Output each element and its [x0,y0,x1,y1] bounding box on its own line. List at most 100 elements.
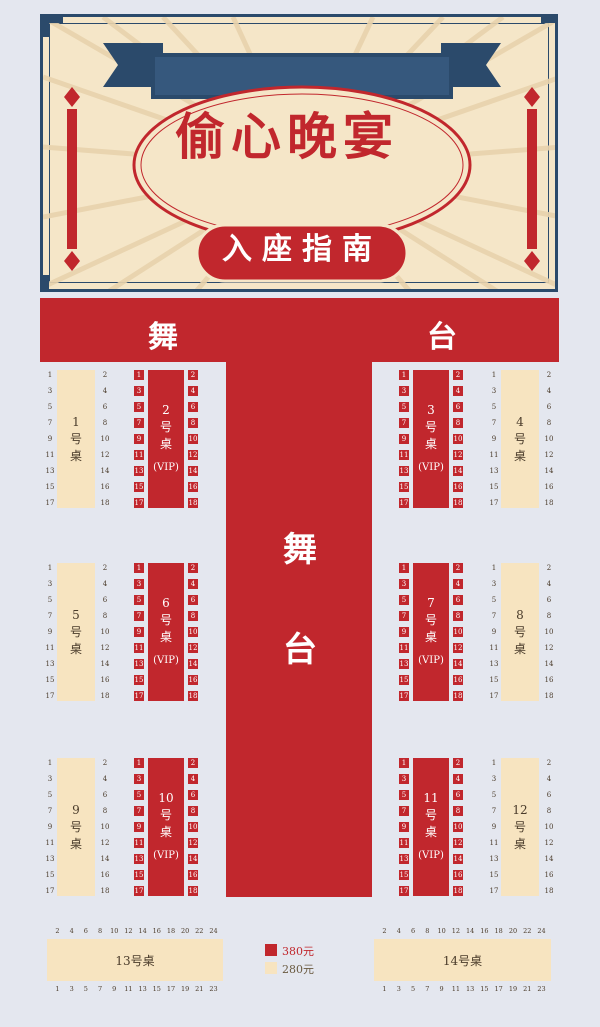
seat[interactable]: 10 [188,434,198,444]
seat[interactable]: 18 [544,887,554,895]
seat[interactable]: 12 [188,643,198,653]
seat[interactable]: 17 [489,499,499,507]
seat[interactable]: 13 [399,659,409,669]
seat[interactable]: 11 [451,985,460,993]
seat[interactable]: 2 [453,563,463,573]
seat[interactable]: 13 [399,854,409,864]
seat[interactable]: 12 [124,927,133,935]
seat[interactable]: 6 [102,791,108,799]
seat[interactable]: 18 [166,927,176,935]
seat[interactable]: 9 [399,434,409,444]
table-13[interactable]: 13号桌 [47,939,223,981]
seat[interactable]: 3 [134,579,144,589]
seat[interactable]: 15 [399,675,409,685]
seat[interactable]: 16 [453,870,463,880]
seat[interactable]: 6 [83,927,88,935]
seat[interactable]: 7 [399,611,409,621]
seat[interactable]: 9 [134,822,144,832]
seat[interactable]: 8 [546,807,552,815]
seat[interactable]: 7 [399,418,409,428]
seat[interactable]: 7 [134,611,144,621]
seat[interactable]: 3 [396,985,401,993]
seat[interactable]: 10 [100,628,110,636]
seat[interactable]: 14 [465,927,475,935]
seat[interactable]: 17 [134,886,144,896]
seat[interactable]: 13 [45,467,55,475]
seat[interactable]: 11 [134,450,144,460]
seat[interactable]: 19 [180,985,190,993]
seat[interactable]: 2 [546,759,552,767]
seat[interactable]: 12 [100,839,110,847]
seat[interactable]: 12 [453,450,463,460]
seat[interactable]: 18 [453,886,463,896]
seat[interactable]: 17 [489,692,499,700]
seat[interactable]: 10 [188,627,198,637]
seat[interactable]: 16 [453,675,463,685]
seat[interactable]: 8 [97,927,103,935]
seat[interactable]: 16 [100,871,110,879]
seat[interactable]: 15 [45,676,55,684]
seat[interactable]: 2 [453,758,463,768]
seat[interactable]: 1 [47,371,53,379]
seat[interactable]: 7 [491,612,497,620]
seat[interactable]: 7 [97,985,103,993]
seat[interactable]: 6 [102,596,108,604]
seat[interactable]: 5 [47,403,53,411]
seat[interactable]: 10 [437,927,446,935]
seat[interactable]: 13 [138,985,147,993]
seat[interactable]: 12 [453,643,463,653]
seat[interactable]: 6 [453,595,463,605]
seat[interactable]: 18 [188,886,198,896]
seat[interactable]: 18 [544,692,554,700]
seat[interactable]: 4 [102,580,108,588]
seat[interactable]: 5 [491,403,497,411]
seat[interactable]: 5 [134,595,144,605]
seat[interactable]: 15 [399,482,409,492]
seat[interactable]: 4 [453,774,463,784]
seat[interactable]: 14 [138,927,147,935]
seat[interactable]: 15 [45,871,55,879]
seat[interactable]: 7 [399,806,409,816]
seat[interactable]: 5 [47,791,53,799]
seat[interactable]: 9 [491,628,497,636]
seat[interactable]: 15 [134,870,144,880]
seat[interactable]: 11 [124,985,133,993]
seat[interactable]: 21 [195,985,204,993]
seat[interactable]: 2 [188,758,198,768]
seat[interactable]: 7 [134,418,144,428]
seat[interactable]: 18 [100,499,110,507]
seat[interactable]: 2 [102,564,108,572]
seat[interactable]: 17 [166,985,176,993]
seat[interactable]: 7 [425,985,430,993]
seat[interactable]: 8 [546,419,552,427]
seat[interactable]: 1 [399,758,409,768]
seat[interactable]: 11 [45,644,55,652]
seat[interactable]: 6 [188,402,198,412]
seat[interactable]: 16 [100,676,110,684]
seat[interactable]: 10 [453,434,463,444]
seat[interactable]: 13 [45,660,55,668]
seat[interactable]: 12 [100,644,110,652]
seat[interactable]: 1 [47,564,53,572]
seat[interactable]: 8 [188,611,198,621]
seat[interactable]: 9 [134,434,144,444]
seat[interactable]: 3 [399,774,409,784]
seat[interactable]: 5 [399,790,409,800]
seat[interactable]: 8 [102,807,108,815]
seat[interactable]: 11 [399,838,409,848]
seat[interactable]: 20 [180,927,190,935]
seat[interactable]: 1 [134,563,144,573]
seat[interactable]: 5 [399,595,409,605]
seat[interactable]: 5 [83,985,88,993]
seat[interactable]: 2 [188,370,198,380]
seat[interactable]: 17 [494,985,503,993]
seat[interactable]: 6 [102,403,108,411]
seat[interactable]: 17 [134,498,144,508]
seat[interactable]: 1 [399,370,409,380]
seat[interactable]: 16 [188,482,198,492]
